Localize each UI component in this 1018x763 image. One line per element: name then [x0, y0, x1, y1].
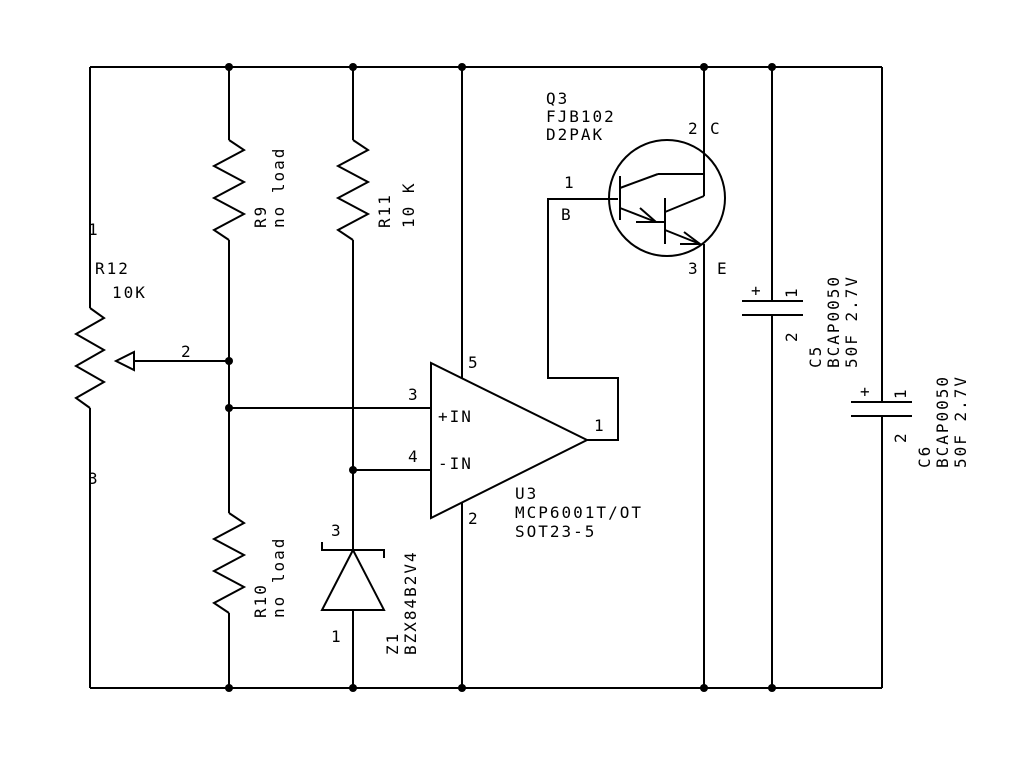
q3-pin-e-label: E [717, 259, 729, 278]
q3-emitter-1 [619, 207, 657, 223]
c5-part-label: BCAP0050 [824, 275, 843, 368]
c6-value-label: 50F 2.7V [951, 375, 970, 468]
c6-polarity-label: + [860, 382, 872, 401]
u3-pin5-label: 5 [468, 353, 480, 372]
c5-polarity-label: + [751, 281, 763, 300]
r11-value-label: 10 K [399, 181, 418, 228]
u3-pin3-label: 3 [408, 385, 420, 404]
u3-plus-in-label: +IN [438, 407, 473, 426]
r12-pin2-label: 2 [181, 342, 193, 361]
q3-part-label: FJB102 [546, 107, 616, 126]
resistor-r11: R11 10 K [335, 67, 418, 550]
c6-part-label: BCAP0050 [933, 375, 952, 468]
c5-ref-label: C5 [806, 345, 825, 368]
q3-package-label: D2PAK [546, 125, 604, 144]
c6-pin2-label: 2 [891, 431, 910, 443]
z1-pin3-label: 3 [331, 521, 343, 540]
resistor-r9: R9 no load [211, 67, 288, 408]
q3-emitter-2-arrow [680, 231, 703, 245]
u3-minus-in-label: -IN [438, 454, 473, 473]
r9-ref-label: R9 [251, 205, 270, 228]
q3-pin-e-number: 3 [688, 259, 700, 278]
q3-pin-b-label: B [561, 205, 573, 224]
r10-ref-label: R10 [251, 583, 270, 618]
u3-pin1-label: 1 [594, 416, 606, 435]
z1-part-label: BZX84B2V4 [401, 550, 420, 655]
r12-zigzag [73, 307, 107, 409]
q3-ref-label: Q3 [546, 89, 569, 108]
q3-collector-2 [664, 195, 705, 213]
r12-ref-label: R12 [95, 259, 130, 278]
u3-part-label: MCP6001T/OT [515, 503, 643, 522]
junction-dots [225, 63, 776, 692]
r12-wiper-arrow [113, 350, 135, 372]
q3-pin-c-number: 2 [688, 119, 700, 138]
transistor-q3: Q3 FJB102 D2PAK 1 B 2 C 3 E [546, 67, 729, 688]
r10-zigzag [211, 512, 247, 614]
u3-output-wire [547, 198, 619, 441]
r11-zigzag [335, 139, 371, 241]
c6-ref-label: C6 [915, 445, 934, 468]
r9-zigzag [211, 139, 247, 241]
potentiometer-r12: 1 R12 10K 2 3 [73, 67, 229, 688]
zener-diode-z1: 3 1 Z1 BZX84B2V4 [320, 521, 420, 688]
q3-pin-c-label: C [710, 119, 722, 138]
c5-pin1-label: 1 [782, 286, 801, 298]
r12-pin3-label: 3 [88, 469, 100, 488]
c5-value-label: 50F 2.7V [842, 275, 861, 368]
r12-pin1-label: 1 [88, 220, 100, 239]
q3-body-circle [608, 139, 726, 257]
q3-emitter-2 [664, 229, 701, 245]
q3-collector-upper-1 [619, 173, 659, 189]
opamp-u3: 5 3 4 1 2 +IN -IN U3 MCP6001T/OT SOT23-5 [408, 67, 643, 688]
c5-pin2-label: 2 [782, 330, 801, 342]
q3-pin-b-number: 1 [564, 173, 576, 192]
u3-triangle [430, 361, 590, 520]
r11-ref-label: R11 [375, 193, 394, 228]
r10-value-label: no load [269, 537, 288, 618]
r9-value-label: no load [269, 147, 288, 228]
capacitor-c5: + 1 2 C5 BCAP0050 50F 2.7V [742, 67, 861, 688]
z1-ref-label: Z1 [383, 632, 402, 655]
c6-pin1-label: 1 [891, 387, 910, 399]
capacitor-c6: + 1 2 C6 BCAP0050 50F 2.7V [851, 67, 970, 688]
u3-pin4-label: 4 [408, 447, 420, 466]
u3-package-label: SOT23-5 [515, 522, 596, 541]
z1-triangle [320, 547, 386, 611]
r12-value-label: 10K [112, 283, 147, 302]
z1-pin1-label: 1 [331, 627, 343, 646]
resistor-r10: R10 no load [211, 408, 288, 688]
u3-ref-label: U3 [515, 484, 538, 503]
u3-pin2-label: 2 [468, 509, 480, 528]
